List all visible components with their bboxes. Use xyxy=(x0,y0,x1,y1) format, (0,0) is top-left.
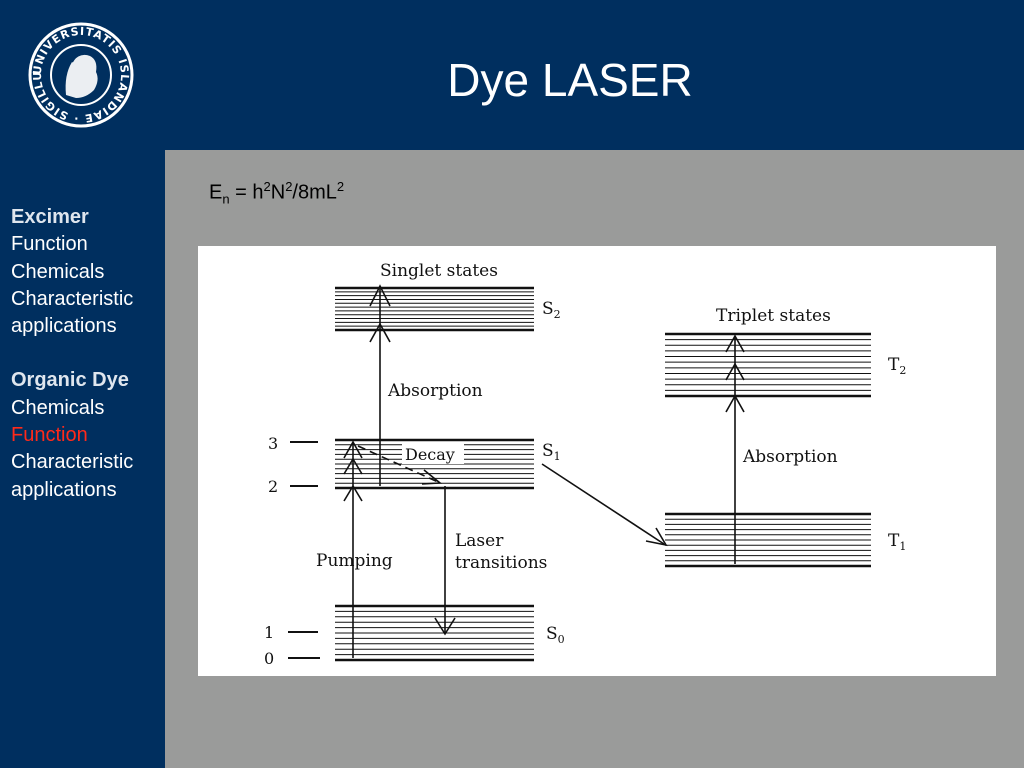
laser-label-line1: Laser xyxy=(455,531,504,551)
laser-label-line2: transitions xyxy=(455,553,547,573)
s2-band xyxy=(335,286,534,332)
s1-label: S1 xyxy=(542,441,561,463)
sidebar-nav: Excimer Function Chemicals Characteristi… xyxy=(11,204,161,504)
seal-head-icon xyxy=(65,54,98,98)
sidebar-item-excimer-characteristic[interactable]: Characteristic xyxy=(11,287,134,310)
t1-band xyxy=(665,512,871,568)
level-tick-1: 1 xyxy=(264,623,274,642)
decay-arrow xyxy=(357,445,439,483)
university-seal-logo: UNIVERSITATIS ISLANDIAE · SIGILLUM · xyxy=(20,10,136,130)
content-panel: En = h2N2/8mL2 Singlet states Triplet st… xyxy=(165,150,1024,768)
decay-label: Decay xyxy=(405,445,455,464)
sidebar-heading-excimer[interactable]: Excimer xyxy=(11,206,89,228)
sidebar-item-excimer-chemicals[interactable]: Chemicals xyxy=(11,260,105,283)
level-tick-0: 0 xyxy=(264,649,274,668)
s0-label: S0 xyxy=(546,624,565,646)
triplet-states-title: Triplet states xyxy=(716,306,831,326)
sidebar-item-dye-function[interactable]: Function xyxy=(11,424,88,447)
t2-band xyxy=(665,332,871,398)
sidebar-item-dye-applications[interactable]: applications xyxy=(11,478,117,501)
sidebar-spacer xyxy=(11,340,161,367)
sidebar-heading-organic-dye[interactable]: Organic Dye xyxy=(11,369,129,392)
energy-level-diagram: Singlet states Triplet states S2 S1 S0 T… xyxy=(198,246,996,676)
pumping-label: Pumping xyxy=(316,551,393,571)
sidebar-item-dye-characteristic[interactable]: Characteristic xyxy=(11,451,134,474)
level-tick-3: 3 xyxy=(268,434,278,453)
t2-label: T2 xyxy=(888,355,906,377)
intersystem-crossing-arrow xyxy=(541,463,665,545)
singlet-absorption-label: Absorption xyxy=(387,381,483,401)
t1-label: T1 xyxy=(888,531,906,553)
energy-formula: En = h2N2/8mL2 xyxy=(209,179,345,207)
level-tick-2: 2 xyxy=(268,477,278,496)
sidebar-item-dye-chemicals[interactable]: Chemicals xyxy=(11,396,105,419)
sidebar-item-excimer-function[interactable]: Function xyxy=(11,233,88,256)
triplet-absorption-label: Absorption xyxy=(742,447,838,467)
sidebar-item-excimer-applications[interactable]: applications xyxy=(11,315,117,338)
singlet-states-title: Singlet states xyxy=(380,261,498,281)
s2-label: S2 xyxy=(542,299,561,321)
slide-title: Dye LASER xyxy=(447,54,693,106)
s0-band xyxy=(335,604,534,662)
